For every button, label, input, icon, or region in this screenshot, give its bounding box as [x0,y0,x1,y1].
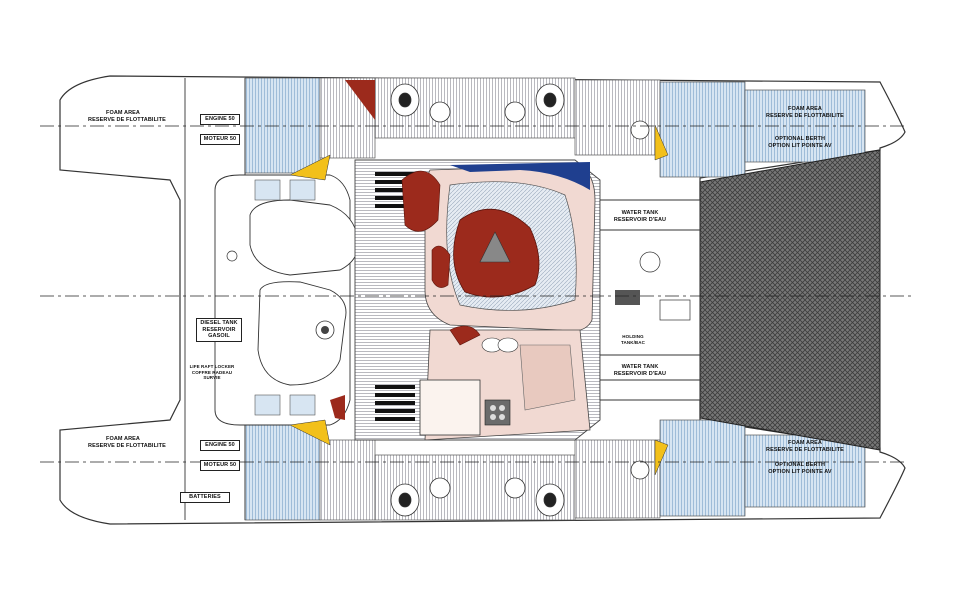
engine-stbd-box: ENGINE 50 [200,440,240,451]
foam-area-bow-stbd-label: FOAM AREA RESERVE DE FLOTTABILITE [766,440,844,453]
nav-station [450,162,590,190]
liferaft-label: LIFE RAFT LOCKER COFFRE RADEAU SURVIE [189,364,235,380]
head-fixtures [390,83,650,517]
aft-cockpit [214,174,359,426]
foam-area-stbd-label: FOAM AREA RESERVE DE FLOTTABILITE [88,436,166,449]
center-lines [40,125,915,463]
engine-port-box: ENGINE 50 [200,114,240,125]
hull-outline [59,75,906,525]
trampoline [699,149,881,451]
foam-area-port-label: FOAM AREA RESERVE DE FLOTTABILITE [88,110,166,123]
partitions [184,78,700,520]
optional-berth-bottom-label: OPTIONAL BERTH OPTION LIT POINTE AV [768,462,832,475]
engine-stbd-fr-box: MOTEUR 50 [200,460,240,471]
foam-area-bow-port-label: FOAM AREA RESERVE DE FLOTTABILITE [766,106,844,119]
galley [419,337,519,436]
holding-tank-label: HOLDING TANK/BAC [621,334,645,345]
companionway-stairs [375,172,415,421]
batteries-box: BATTERIES [180,492,230,503]
cockpit-cushions [254,179,316,416]
optional-berth-top-label: OPTIONAL BERTH OPTION LIT POINTE AV [768,136,832,149]
yellow-accents [289,124,669,476]
diesel-tank-box: DIESEL TANK RESERVOIR GASOIL [196,318,242,342]
water-tank-bottom-label: WATER TANK RESERVOIR D'EAU [613,364,667,377]
red-accents [330,80,375,420]
engine-port-fr-box: MOTEUR 50 [200,134,240,145]
forward-cabin [599,199,701,401]
salon-table [401,170,540,346]
water-tank-top-label: WATER TANK RESERVOIR D'EAU [613,210,667,223]
